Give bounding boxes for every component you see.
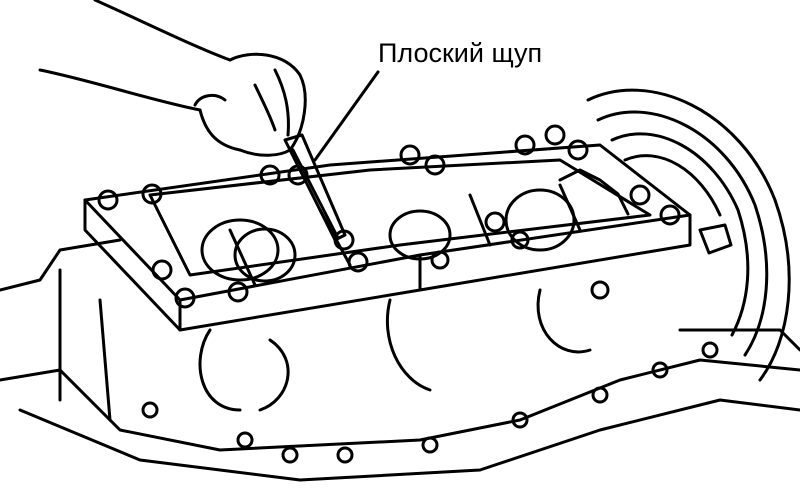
feeler-gauge [283, 133, 347, 242]
hand [38, 0, 307, 157]
flywheel [586, 88, 791, 382]
frame-bolts [97, 124, 681, 309]
engine-block [0, 238, 800, 482]
crankshaft [198, 168, 630, 412]
callout-label: Плоский щуп [378, 38, 543, 68]
bearing-cap-frame [83, 143, 692, 332]
callout-leader-line [313, 70, 380, 162]
